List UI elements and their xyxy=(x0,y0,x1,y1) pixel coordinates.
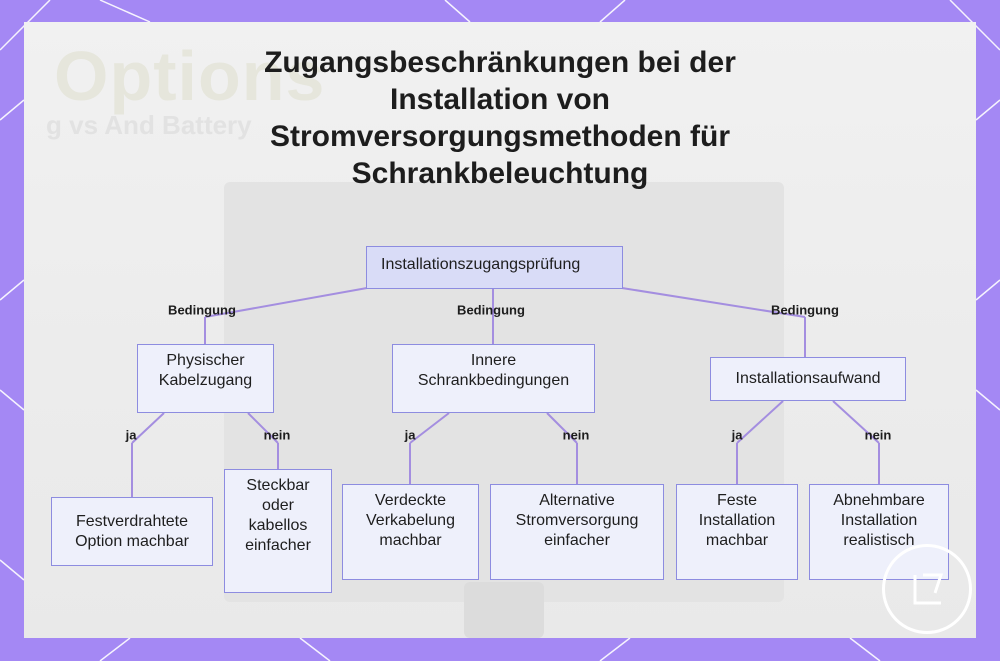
edge-label-nein-1: nein xyxy=(263,427,291,443)
edge-label-bedingung-3: Bedingung xyxy=(771,302,839,318)
node-root: Installationszugangsprüfung xyxy=(366,246,623,289)
edge-label-ja-3: ja xyxy=(731,427,743,443)
node-steckbar-oder-kabellos: Steckbar oder kabellos einfacher xyxy=(224,469,332,593)
node-alternative-stromversorgung: Alternative Stromversorgung einfacher xyxy=(490,484,664,580)
background-heading: Options xyxy=(54,37,326,115)
brand-logo-icon xyxy=(882,544,972,634)
edge-label-ja-1: ja xyxy=(125,427,137,443)
node-feste-installation: Feste Installation machbar xyxy=(676,484,798,580)
background-photo-object xyxy=(464,582,544,638)
edge-label-nein-2: nein xyxy=(562,427,590,443)
node-physischer-kabelzugang: Physischer Kabelzugang xyxy=(137,344,274,413)
page-title: Zugangsbeschränkungen bei der Installati… xyxy=(264,46,736,190)
edge-label-bedingung-1: Bedingung xyxy=(168,302,236,318)
edge-label-nein-3: nein xyxy=(864,427,892,443)
edge-label-bedingung-2: Bedingung xyxy=(457,302,525,318)
node-installationsaufwand: Installationsaufwand xyxy=(710,357,906,401)
edge-label-ja-2: ja xyxy=(404,427,416,443)
node-innere-schrankbedingungen: Innere Schrankbedingungen xyxy=(392,344,595,413)
node-festverdrahtete-option: Festverdrahtete Option machbar xyxy=(51,497,213,566)
background-subheading: g vs And Battery xyxy=(46,110,252,140)
node-verdeckte-verkabelung: Verdeckte Verkabelung machbar xyxy=(342,484,479,580)
